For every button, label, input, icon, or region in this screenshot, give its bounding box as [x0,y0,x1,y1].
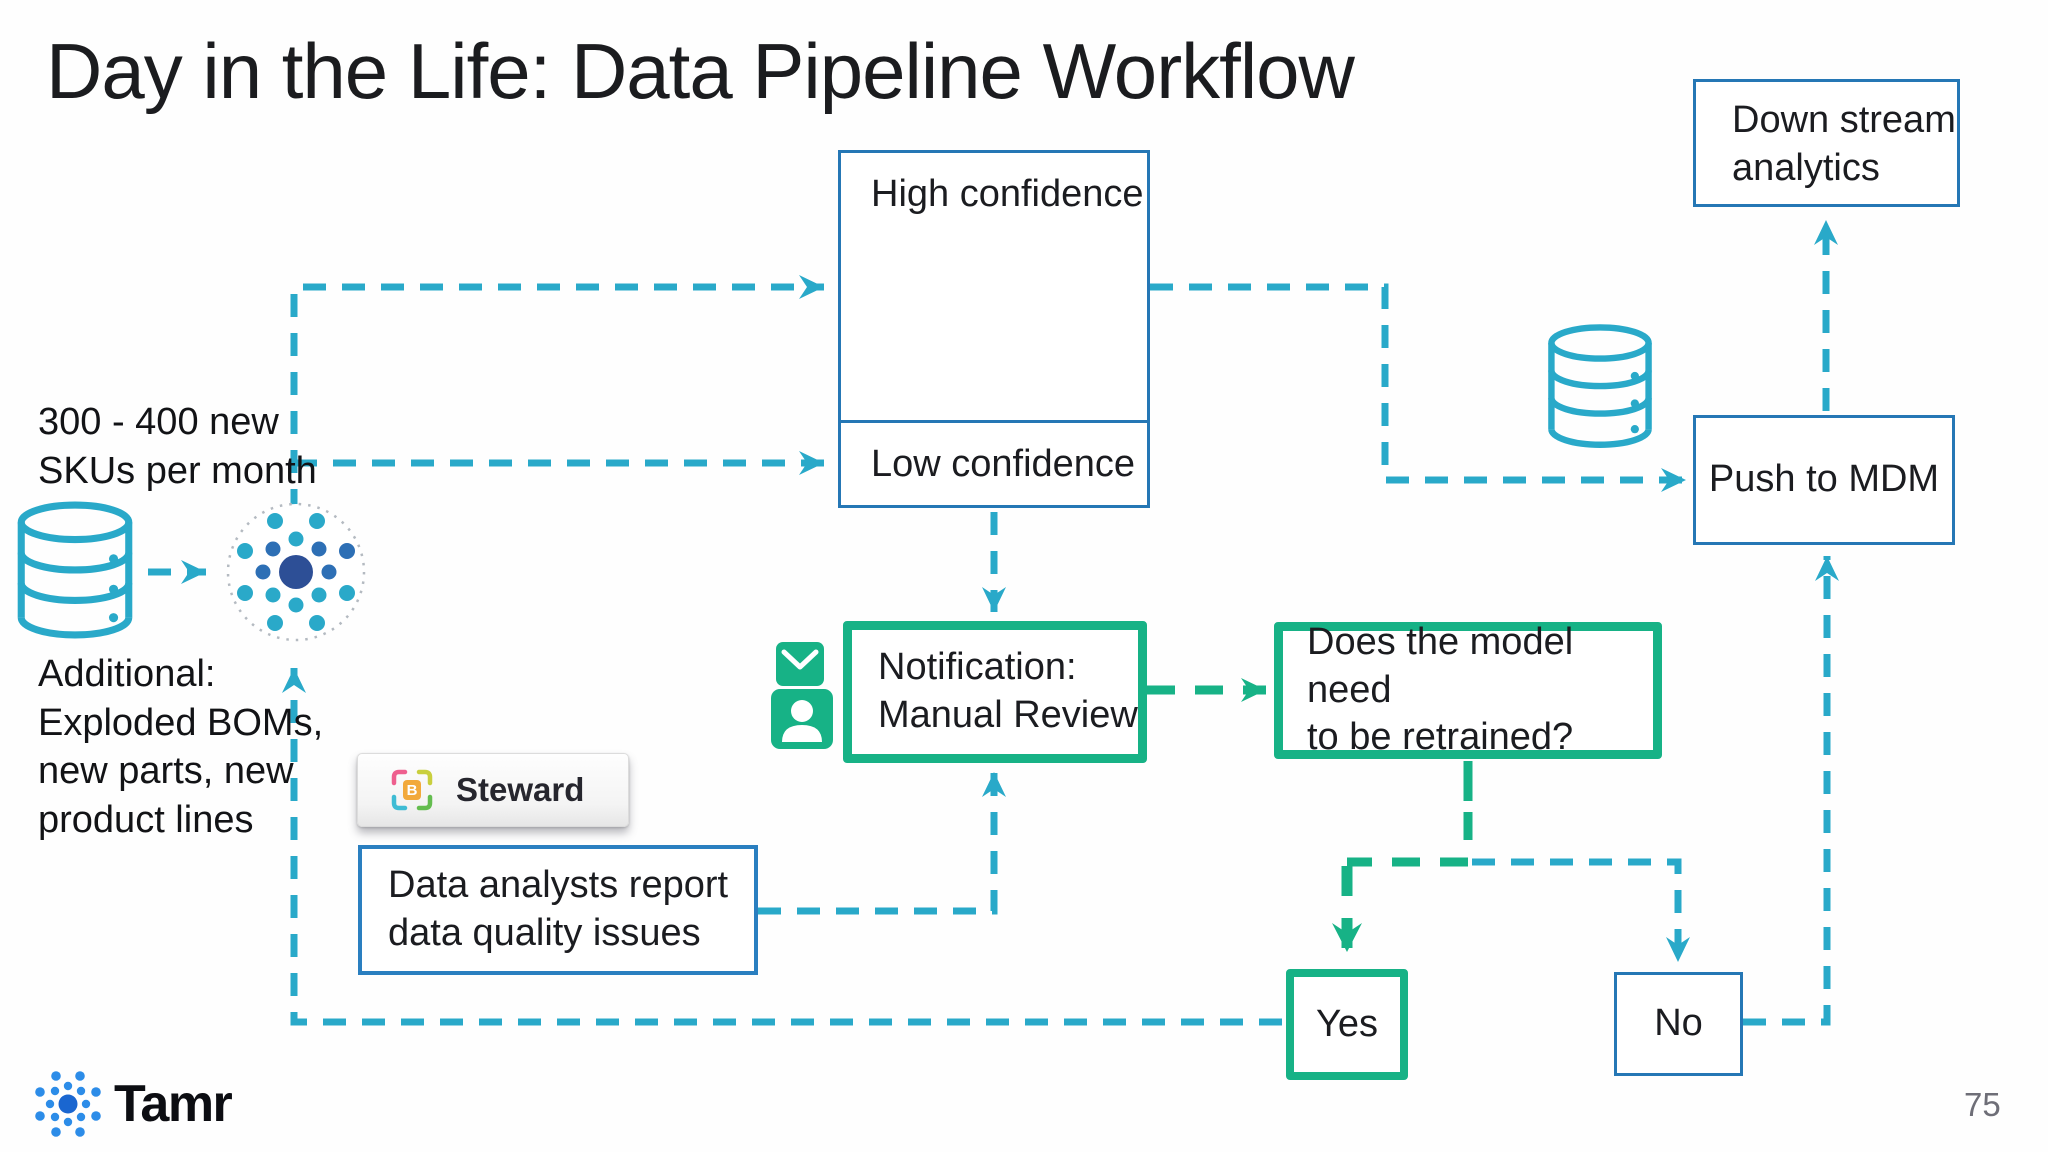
confidence-box: High confidence Low confidence [838,150,1150,508]
person-icon [771,689,833,749]
edge-no-to-push-mdm [1743,556,1839,1026]
steward-app-icon: B [391,769,433,811]
database-dots [108,554,119,623]
tamr-logo-text: Tamr [114,1075,233,1133]
logo-dots [35,1071,101,1137]
node-data-analysts: Data analysts report data quality issues [358,845,758,975]
email-icon [776,642,824,686]
node-high-confidence: High confidence [841,153,1147,423]
no-label: No [1654,1002,1703,1045]
push-mdm-label: Push to MDM [1708,458,1940,501]
node-downstream-analytics: Down stream analytics [1693,79,1960,207]
page-title: Day in the Life: Data Pipeline Workflow [46,27,1355,115]
edge-engine-to-high-confidence [290,275,824,512]
node-retrain-question: Does the model need to be retrained? [1274,621,1662,759]
tamr-engine-icon [226,502,366,642]
engine-dots [237,513,355,631]
edge-retrain-branch-to-no [1472,858,1690,962]
node-yes: Yes [1286,969,1408,1080]
node-low-confidence: Low confidence [841,423,1147,505]
yes-label: Yes [1316,1002,1378,1045]
notification-label: Notification: Manual Review [878,646,1138,736]
sku-volume-note: 300 - 400 new SKUs per month [38,401,317,492]
node-notification: Notification: Manual Review [843,621,1147,763]
tamr-logo-icon [35,1071,101,1137]
edge-data-analysts-to-notification [758,772,1006,915]
steward-icon-letter: B [407,782,418,799]
database-icon [17,501,133,639]
node-no: No [1614,972,1743,1076]
steward-label: Steward [456,771,585,808]
node-push-mdm: Push to MDM [1693,415,1955,545]
tamr-logo: Tamr [26,1062,233,1146]
data-analysts-label: Data analysts report data quality issues [388,864,729,954]
mdm-database-icon [1548,324,1652,448]
downstream-label: Down stream analytics [1732,99,1956,189]
retrain-question-label: Does the model need to be retrained? [1307,620,1574,759]
additional-sources-note: Additional: Exploded BOMs, new parts, ne… [38,653,324,841]
low-confidence-label: Low confidence [871,442,1136,485]
page-number: 75 [1964,1086,2001,1123]
steward-badge: B Steward [357,753,629,827]
